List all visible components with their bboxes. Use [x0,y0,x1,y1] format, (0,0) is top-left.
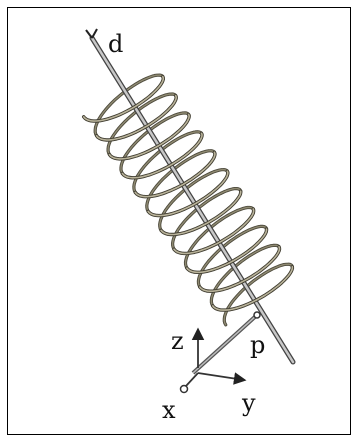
label-z: z [171,327,184,355]
label-d: d [108,30,123,58]
label-y: y [241,389,256,417]
helix-coil-segment [82,75,294,311]
helix-coil-front [82,74,295,312]
direction-arrow-icon [85,28,98,39]
x-axis-line [185,372,199,387]
y-axis-line [197,372,247,385]
x-axis-tip [179,384,189,394]
direction-axis-line [89,35,296,365]
label-x: x [162,396,176,424]
coordinate-frame [179,311,261,394]
label-p: p [250,331,265,359]
point-p-marker [253,311,261,319]
